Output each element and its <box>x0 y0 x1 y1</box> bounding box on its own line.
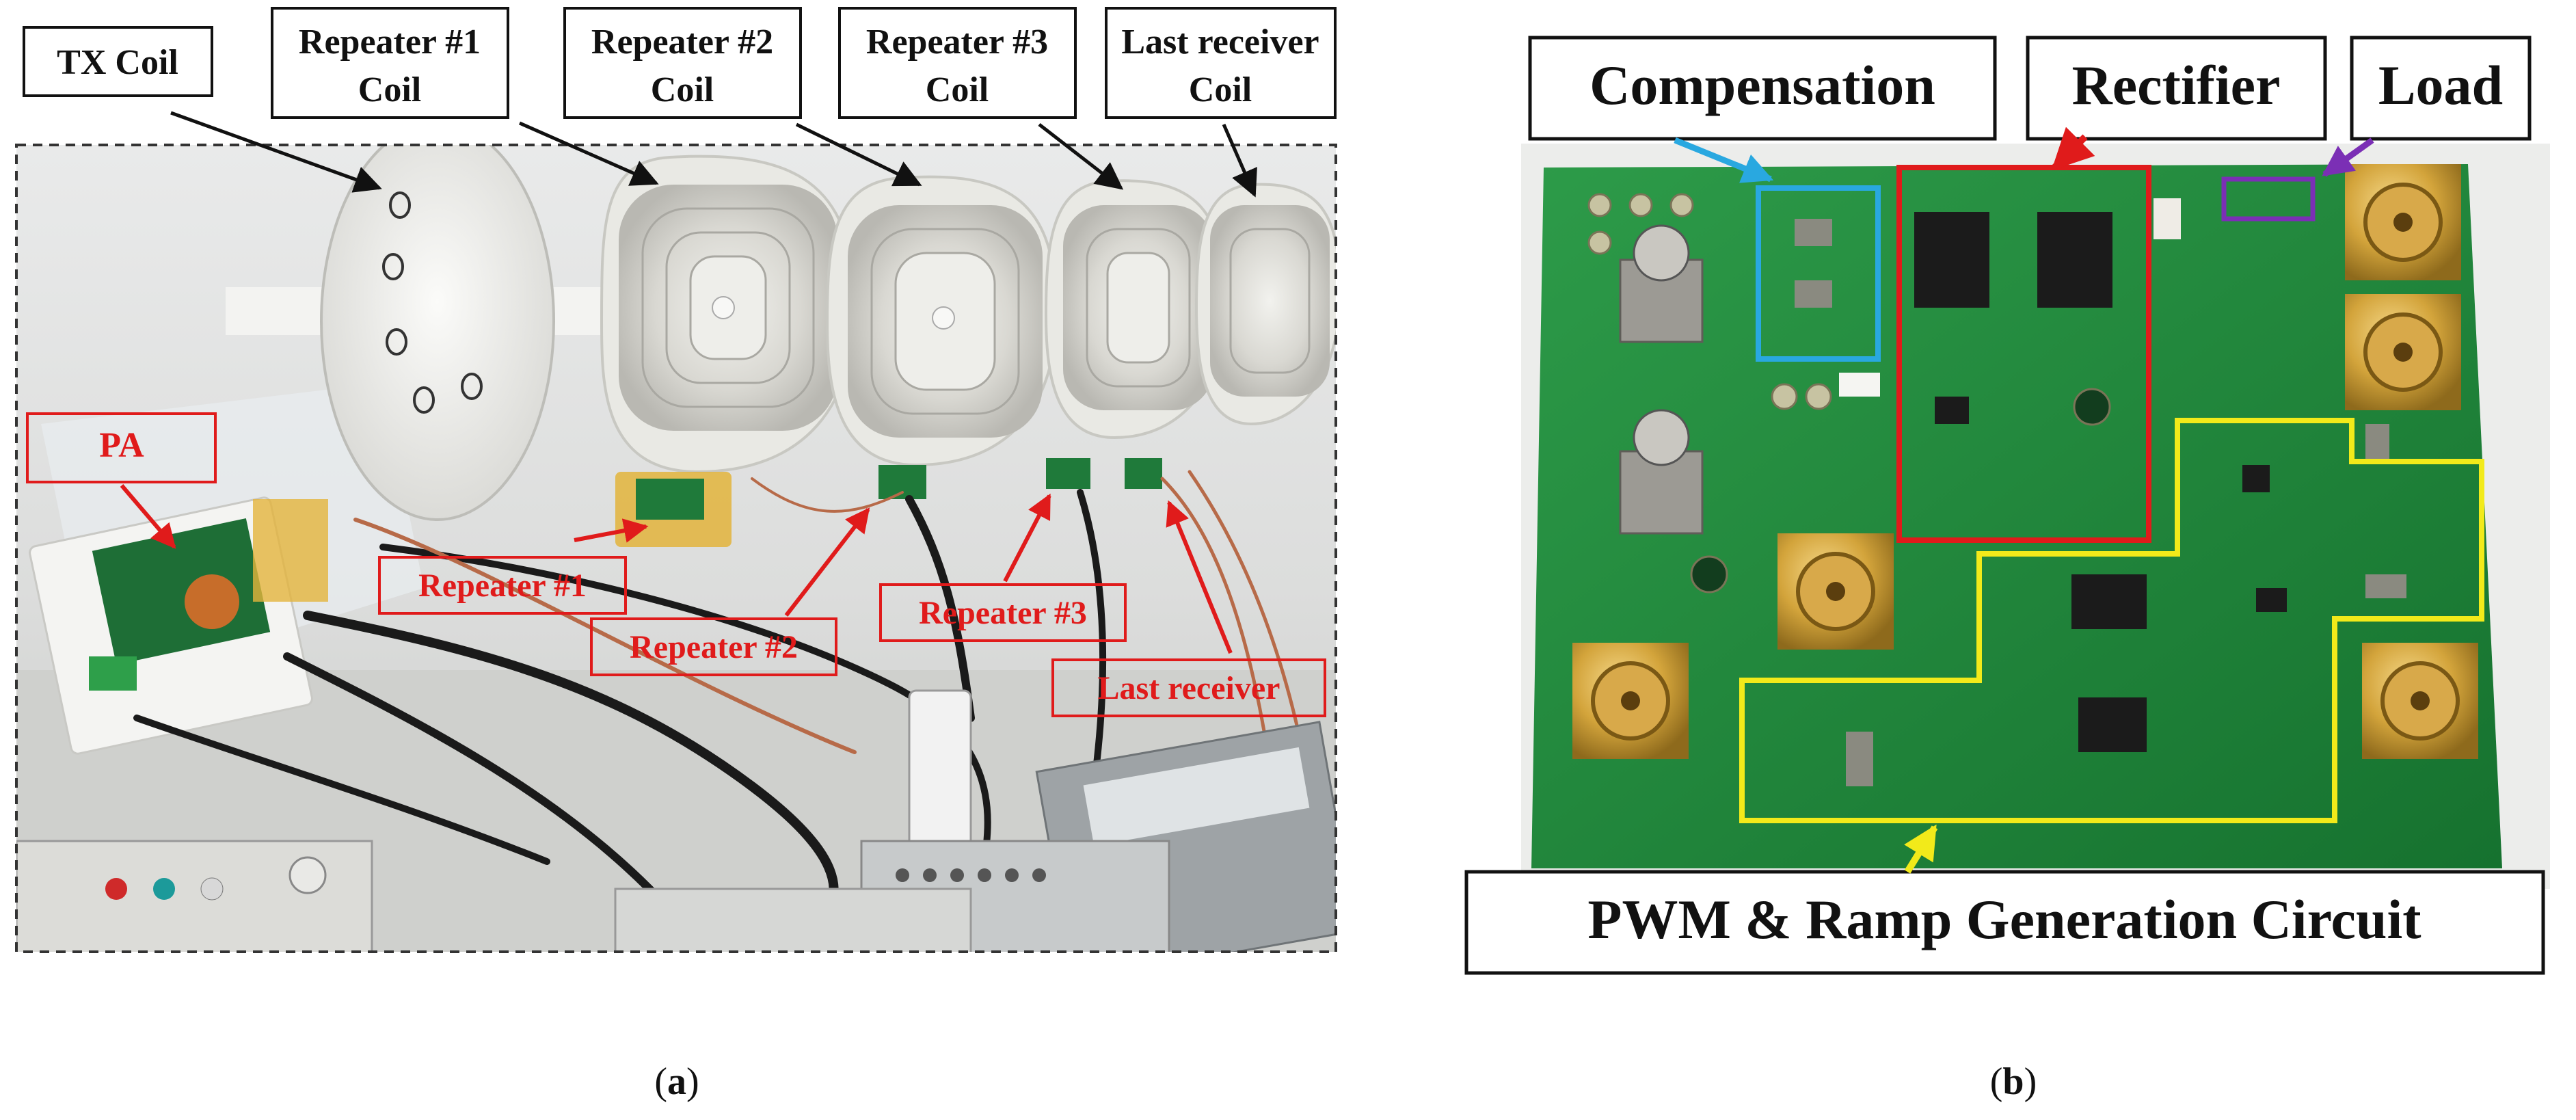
callout-rectifier: Rectifier <box>2026 36 2327 171</box>
callout-load-text: Load <box>2378 54 2503 116</box>
callout-load: Load <box>2322 36 2532 177</box>
callout-compensation-text: Compensation <box>1589 54 1935 116</box>
caption-b: (b) <box>1990 1061 2037 1103</box>
label-repeater2: Repeater #2 <box>590 507 870 676</box>
panel-a: TX Coil Repeater #1 Coil Repeater #2 Coi… <box>15 7 1337 1103</box>
callout-tx-coil: TX Coil <box>23 26 382 193</box>
smd-components <box>1795 198 2406 786</box>
label-repeater2-text: Repeater #2 <box>630 629 798 665</box>
rectifier-highlight <box>1896 165 2151 543</box>
callout-repeater2-coil-line2: Coil <box>651 70 714 109</box>
label-pa: PA <box>26 412 217 549</box>
callout-repeater3-coil-line2: Coil <box>926 70 989 109</box>
callout-repeater1-coil-line1: Repeater #1 <box>299 23 481 62</box>
instruments <box>16 689 1336 952</box>
pa-board <box>29 496 328 755</box>
repeater2-coil <box>825 175 1058 467</box>
pwm-highlight <box>1739 418 2484 823</box>
callout-last-receiver-coil-line1: Last receiver <box>1121 23 1319 62</box>
callout-tx-coil-text: TX Coil <box>57 43 178 82</box>
callout-compensation: Compensation <box>1528 36 1997 183</box>
compensation-highlight <box>1756 185 1881 362</box>
callout-rectifier-text: Rectifier <box>2072 54 2281 116</box>
label-last-receiver: Last receiver <box>1051 500 1326 717</box>
label-repeater3-text: Repeater #3 <box>919 595 1087 631</box>
callout-repeater1-coil-line2: Coil <box>358 70 421 109</box>
callout-pwm-text: PWM & Ramp Generation Circuit <box>1587 888 2421 950</box>
pcb-board <box>1531 164 2502 868</box>
callout-last-receiver-coil-line2: Coil <box>1189 70 1252 109</box>
potentiometers <box>1619 224 1704 535</box>
callout-repeater2-coil: Repeater #2 Coil <box>563 7 922 187</box>
sma-connectors <box>1572 164 2478 759</box>
repeater1-coil <box>600 155 857 474</box>
panel-b: Compensation Rectifier Load PWM & Ramp G… <box>1464 36 2550 1103</box>
repeater3-coil <box>1044 179 1227 440</box>
callout-repeater1-coil: Repeater #1 Coil <box>271 7 659 186</box>
last-receiver-coil <box>1194 183 1336 426</box>
callout-pwm: PWM & Ramp Generation Circuit <box>1464 824 2545 975</box>
tx-coil <box>320 145 555 521</box>
caption-a: (a) <box>654 1061 699 1103</box>
load-highlight <box>2221 176 2316 222</box>
label-repeater1: Repeater #1 <box>378 518 649 615</box>
panel-a-photo <box>16 145 1336 952</box>
callout-repeater2-coil-line1: Repeater #2 <box>591 23 773 62</box>
label-pa-text: PA <box>99 426 144 465</box>
caption-a-letter: a <box>667 1061 686 1103</box>
callout-last-receiver-coil: Last receiver Coil <box>1105 7 1337 198</box>
callout-repeater3-coil: Repeater #3 Coil <box>838 7 1124 190</box>
label-repeater3: Repeater #3 <box>879 493 1127 642</box>
caption-b-letter: b <box>2002 1061 2024 1103</box>
label-repeater1-text: Repeater #1 <box>418 568 587 604</box>
callout-repeater3-coil-line1: Repeater #3 <box>866 23 1048 62</box>
panel-a-frame <box>15 144 1337 953</box>
label-last-receiver-text: Last receiver <box>1098 670 1280 706</box>
